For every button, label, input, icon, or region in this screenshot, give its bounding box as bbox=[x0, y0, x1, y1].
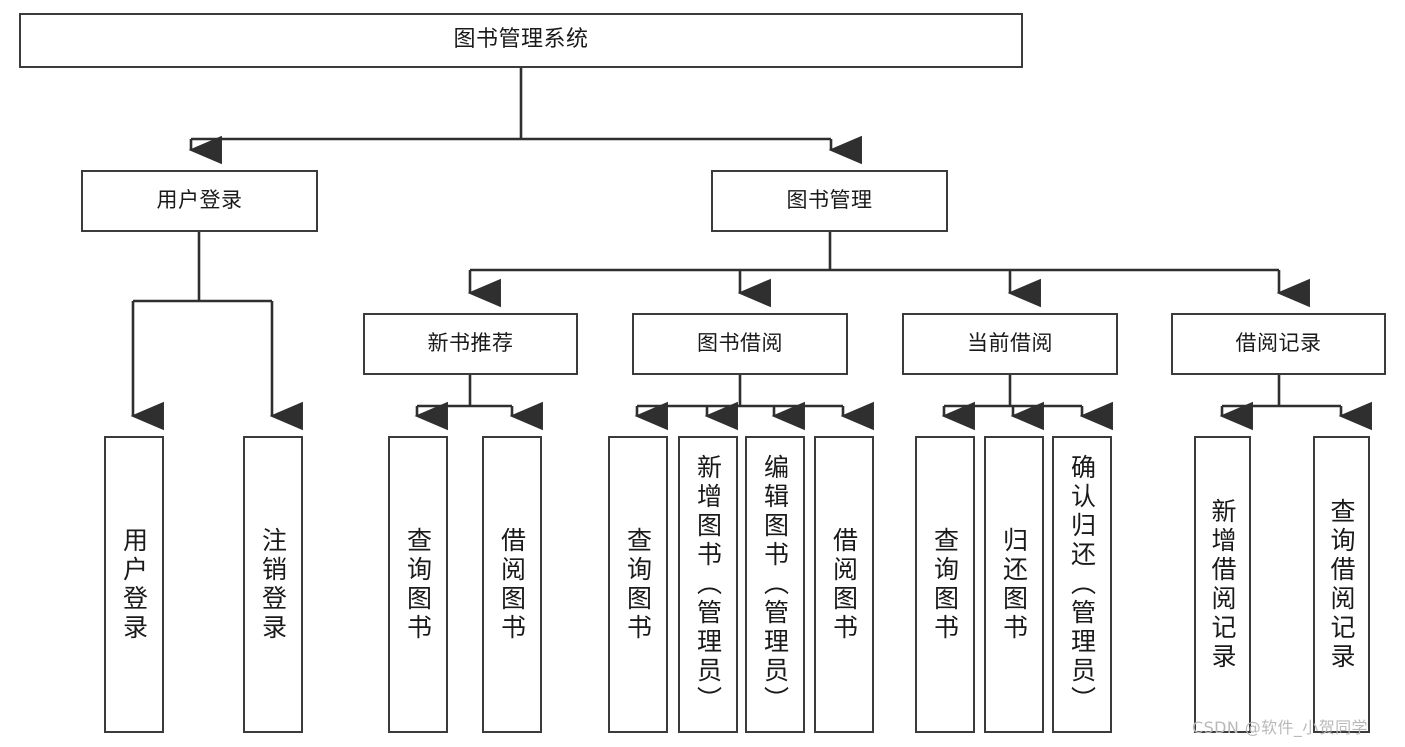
leaf-logout[interactable]: 注销登录 bbox=[243, 436, 303, 733]
csdn-watermark: CSDN @软件_小贺同学 bbox=[1192, 718, 1368, 737]
node-label: 归还图书 bbox=[999, 526, 1029, 643]
node-label: 编辑图书（管理员） bbox=[760, 454, 790, 715]
node-book-management[interactable]: 图书管理 bbox=[711, 170, 948, 232]
node-current-borrow[interactable]: 当前借阅 bbox=[902, 313, 1118, 375]
node-label: 新增图书（管理员） bbox=[693, 454, 723, 715]
leaf-add-borrow-record[interactable]: 新增借阅记录 bbox=[1194, 436, 1251, 733]
node-label: 图书管理 bbox=[786, 188, 873, 213]
node-label: 借阅图书 bbox=[829, 526, 859, 643]
leaf-query-borrow-record[interactable]: 查询借阅记录 bbox=[1313, 436, 1370, 733]
node-borrow-records[interactable]: 借阅记录 bbox=[1171, 313, 1386, 375]
leaf-user-login[interactable]: 用户登录 bbox=[104, 436, 164, 733]
node-label: 用户登录 bbox=[156, 188, 243, 213]
node-label: 新增借阅记录 bbox=[1208, 497, 1237, 672]
leaf-return-book[interactable]: 归还图书 bbox=[984, 436, 1044, 733]
leaf-query-book-newbook[interactable]: 查询图书 bbox=[388, 436, 448, 733]
node-label: 借阅记录 bbox=[1235, 331, 1322, 356]
node-label: 查询借阅记录 bbox=[1327, 497, 1356, 672]
node-label: 新书推荐 bbox=[427, 331, 514, 356]
node-new-book-recommend[interactable]: 新书推荐 bbox=[363, 313, 578, 375]
node-label: 查询图书 bbox=[403, 526, 433, 643]
leaf-query-book-borrow[interactable]: 查询图书 bbox=[608, 436, 668, 733]
node-label: 查询图书 bbox=[623, 526, 653, 643]
node-label: 注销登录 bbox=[258, 526, 288, 643]
leaf-add-book-admin[interactable]: 新增图书（管理员） bbox=[678, 436, 738, 733]
leaf-edit-book-admin[interactable]: 编辑图书（管理员） bbox=[745, 436, 805, 733]
node-book-borrow[interactable]: 图书借阅 bbox=[632, 313, 848, 375]
node-root[interactable]: 图书管理系统 bbox=[19, 13, 1023, 68]
node-label: 图书管理系统 bbox=[453, 27, 589, 53]
leaf-borrow-book-newbook[interactable]: 借阅图书 bbox=[482, 436, 542, 733]
node-label: 借阅图书 bbox=[497, 526, 527, 643]
node-label: 用户登录 bbox=[119, 526, 149, 643]
node-label: 确认归还（管理员） bbox=[1067, 454, 1097, 715]
node-label: 查询图书 bbox=[930, 526, 960, 643]
node-label: 当前借阅 bbox=[967, 331, 1053, 356]
node-user-login[interactable]: 用户登录 bbox=[81, 170, 318, 232]
leaf-borrow-book[interactable]: 借阅图书 bbox=[814, 436, 874, 733]
leaf-confirm-return-admin[interactable]: 确认归还（管理员） bbox=[1052, 436, 1112, 733]
leaf-query-book-current[interactable]: 查询图书 bbox=[915, 436, 975, 733]
node-label: 图书借阅 bbox=[697, 331, 783, 356]
